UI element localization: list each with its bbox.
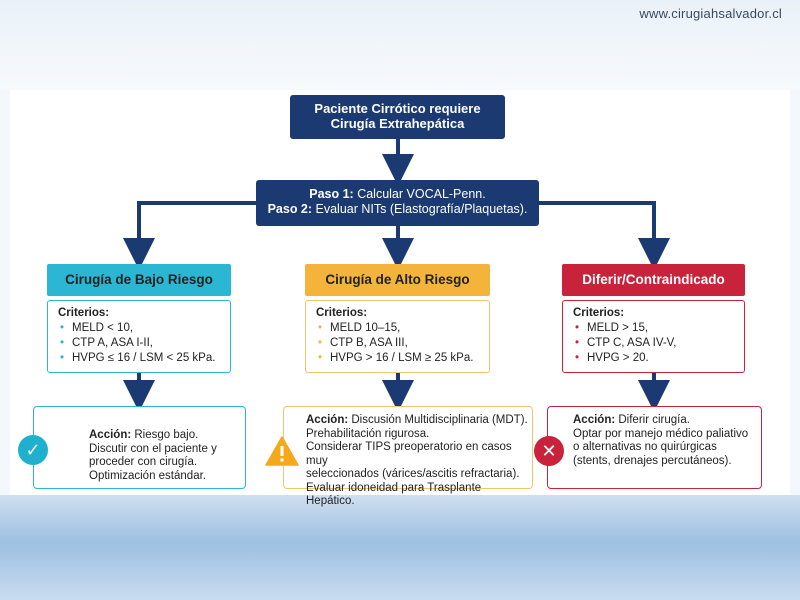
- step1-label: Paso 1:: [309, 187, 354, 201]
- action-text: Considerar TIPS preoperatorio en casos m…: [306, 441, 512, 467]
- criteria-item: CTP B, ASA III,: [316, 336, 479, 351]
- criteria-item: HVPG > 20.: [573, 351, 734, 366]
- action-text: seleccionados (várices/ascitis refractar…: [306, 468, 520, 480]
- criteria-item: MELD > 15,: [573, 321, 734, 336]
- header-background: [0, 0, 800, 90]
- start-node: Paciente Cirrótico requiere Cirugía Extr…: [290, 95, 505, 139]
- action-label: Acción:: [89, 429, 132, 441]
- action-text: Diferir cirugía.: [615, 414, 690, 426]
- criteria-item: MELD < 10,: [58, 321, 220, 336]
- arrow-steps-to-defer: [539, 201, 670, 270]
- low-risk-criteria: Criterios: MELD < 10, CTP A, ASA I-II, H…: [47, 300, 231, 373]
- website-url[interactable]: www.cirugiahsalvador.cl: [639, 6, 782, 21]
- action-text: Optar por manejo médico paliativo: [573, 427, 749, 440]
- action-text: Evaluar idoneidad para Trasplante Hepáti…: [306, 481, 482, 508]
- warning-triangle-icon: [265, 436, 299, 466]
- criteria-item: HVPG > 16 / LSM ≥ 25 kPa.: [316, 351, 479, 366]
- criteria-title: Criterios:: [573, 307, 625, 319]
- defer-header: Diferir/Contraindicado: [562, 264, 745, 296]
- action-text: Prehabilitación rigurosa.: [306, 427, 430, 440]
- action-text: Riesgo bajo. Discutir con el paciente y …: [89, 429, 217, 482]
- high-risk-header: Cirugía de Alto Riesgo: [305, 264, 490, 296]
- criteria-item: MELD 10–15,: [316, 321, 479, 336]
- defer-criteria: Criterios: MELD > 15, CTP C, ASA IV-V, H…: [562, 300, 745, 373]
- action-text: o alternativas no quirúrgicas: [573, 441, 717, 453]
- low-risk-header: Cirugía de Bajo Riesgo: [47, 264, 231, 296]
- criteria-title: Criterios:: [316, 307, 368, 319]
- action-text: (stents, drenajes percutáneos).: [573, 454, 732, 467]
- action-label: Acción:: [306, 414, 349, 426]
- start-line-1: Paciente Cirrótico requiere: [314, 101, 481, 116]
- criteria-item: CTP A, ASA I-II,: [58, 336, 220, 351]
- low-risk-action: Acción: Riesgo bajo. Discutir con el pac…: [33, 406, 246, 489]
- steps-node: Paso 1: Calcular VOCAL-Penn. Paso 2: Eva…: [256, 180, 539, 226]
- arrow-steps-to-low: [123, 201, 256, 270]
- step2-text: Evaluar NITs (Elastografía/Plaquetas).: [312, 202, 528, 216]
- action-text: Discusión Multidisciplinaria (MDT).: [348, 414, 528, 426]
- high-risk-action: Acción: Discusión Multidisciplinaria (MD…: [283, 406, 533, 507]
- footer-background: [0, 495, 800, 600]
- start-line-2: Cirugía Extrahepática: [330, 116, 465, 131]
- x-circle-icon: ✕: [534, 436, 564, 466]
- defer-action: Acción: Diferir cirugía. Optar por manej…: [547, 406, 762, 489]
- criteria-title: Criterios:: [58, 307, 110, 319]
- action-label: Acción:: [573, 414, 616, 426]
- check-circle-icon: ✓: [18, 435, 48, 465]
- step2-label: Paso 2:: [267, 202, 313, 216]
- criteria-item: CTP C, ASA IV-V,: [573, 336, 734, 351]
- criteria-item: HVPG ≤ 16 / LSM < 25 kPa.: [58, 351, 220, 366]
- high-risk-criteria: Criterios: MELD 10–15, CTP B, ASA III, H…: [305, 300, 490, 373]
- step1-text: Calcular VOCAL-Penn.: [353, 187, 486, 201]
